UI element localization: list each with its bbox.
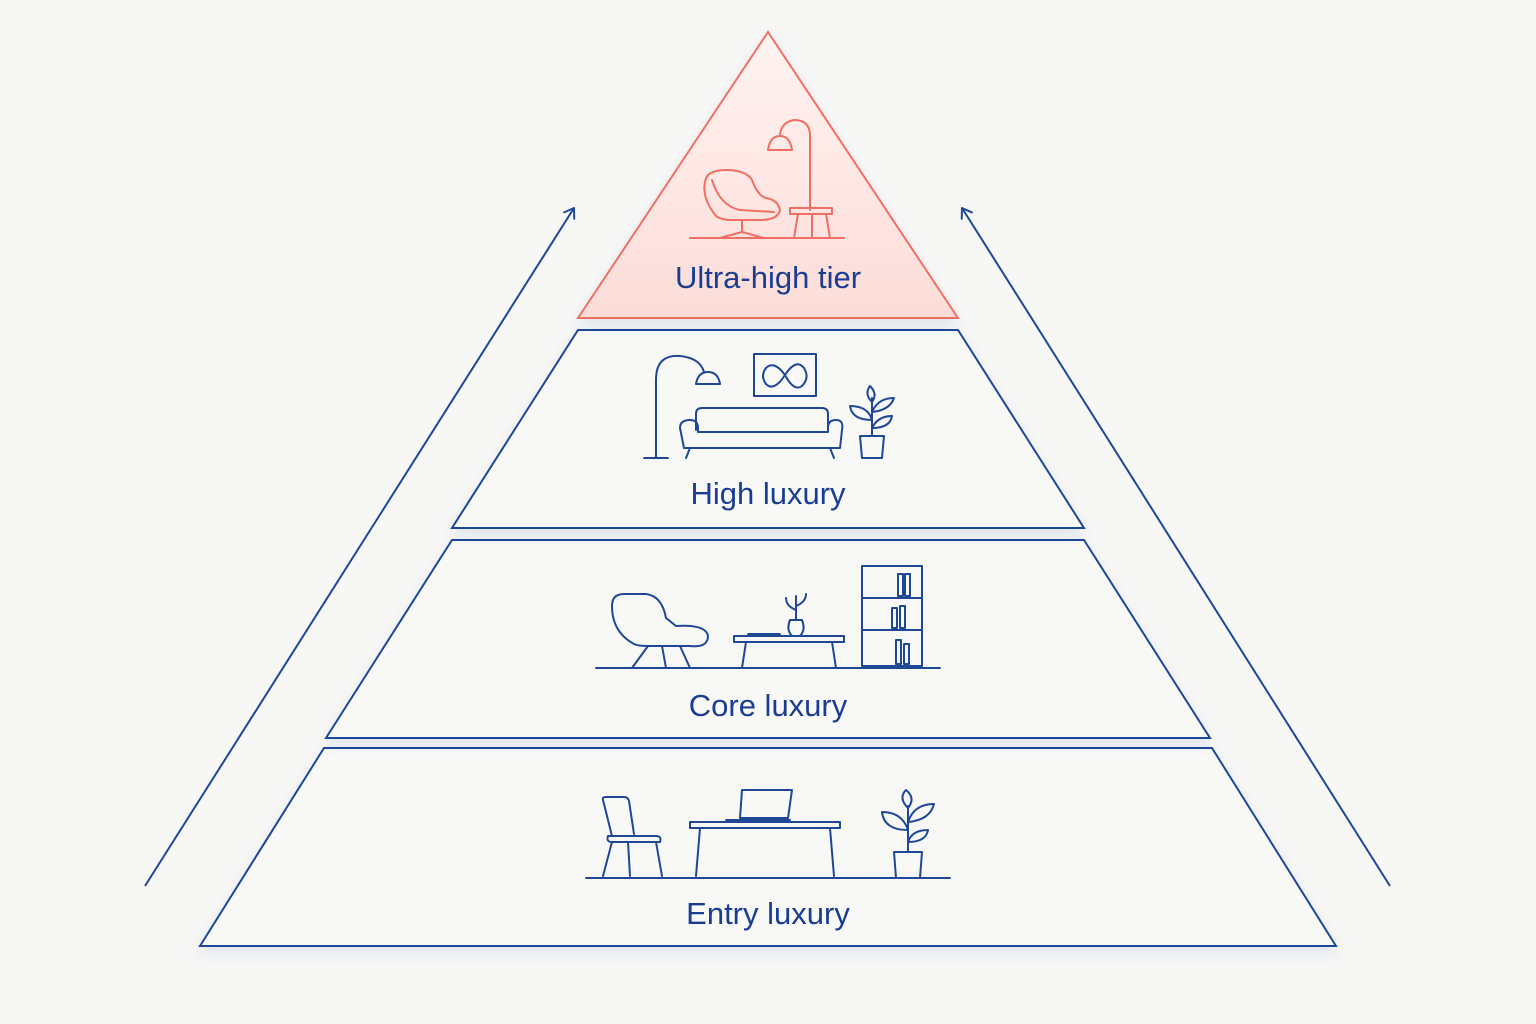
- arrow-up-right-icon: [144, 207, 576, 887]
- tier-label-ultra-high: Ultra-high tier: [675, 260, 861, 295]
- sofa-floor-lamp-art-frame-plant-icon: [643, 353, 895, 459]
- tier-core-luxury: Core luxury: [324, 539, 1212, 739]
- tier-label-entry-luxury: Entry luxury: [686, 896, 850, 931]
- arrow-up-left-icon: [960, 207, 1391, 887]
- tier-entry-luxury: Entry luxury: [198, 747, 1338, 947]
- tier-ultra-high: Ultra-high tier: [576, 30, 960, 319]
- armchair-coffee-table-bookshelf-icon: [595, 565, 941, 669]
- left-arrow: [144, 207, 576, 887]
- tier-label-core-luxury: Core luxury: [689, 688, 848, 723]
- lounge-chair-floor-lamp-side-table-icon: [689, 119, 845, 239]
- tier-high-luxury: High luxury: [450, 329, 1086, 529]
- right-arrow: [960, 207, 1391, 887]
- tier-label-high-luxury: High luxury: [690, 476, 846, 511]
- chair-desk-laptop-plant-icon: [585, 789, 951, 879]
